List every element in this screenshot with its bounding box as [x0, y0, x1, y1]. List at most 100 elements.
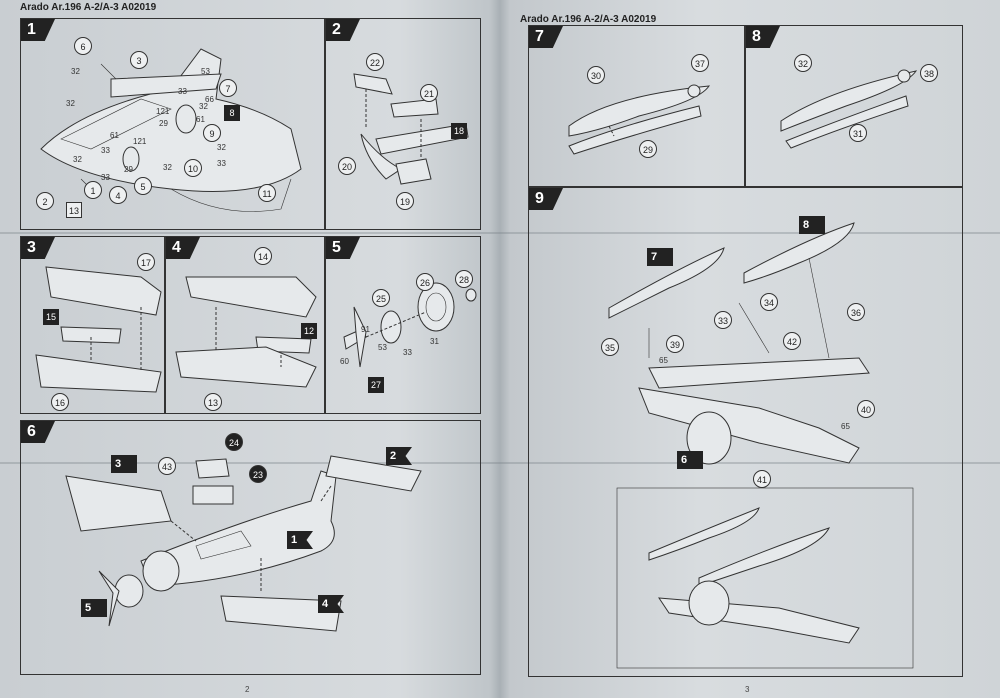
- final-assembly-drawing: [608, 222, 914, 669]
- ref-step-6: 6: [677, 451, 703, 469]
- part-7: 7: [219, 79, 237, 97]
- step-number: 6: [21, 421, 55, 443]
- float-drawing: [780, 69, 918, 149]
- ref-label: 66: [205, 95, 214, 104]
- ref-label: 53: [378, 343, 387, 352]
- ref-label: 32: [71, 67, 80, 76]
- fold-line: [0, 232, 1000, 234]
- part-16: 16: [51, 393, 69, 411]
- step-number: 3: [21, 237, 55, 259]
- part-5: 5: [134, 177, 152, 195]
- part-box-15: 15: [43, 309, 59, 325]
- ref-step-8: 8: [799, 216, 825, 234]
- ref-label: 33: [178, 87, 187, 96]
- ref-label: 61: [196, 115, 205, 124]
- ref-step-5: 5: [81, 599, 107, 617]
- part-40: 40: [857, 400, 875, 418]
- part-20: 20: [338, 157, 356, 175]
- part-box-18: 18: [451, 123, 467, 139]
- part-26: 26: [416, 273, 434, 291]
- step-number: 4: [166, 237, 200, 259]
- part-25: 25: [372, 289, 390, 307]
- ref-label: 29: [159, 119, 168, 128]
- ref-label: 29: [124, 165, 133, 174]
- part-33: 33: [714, 311, 732, 329]
- ref-label: 121: [156, 107, 170, 116]
- part-6: 6: [74, 37, 92, 55]
- engine-drawing: [343, 282, 477, 368]
- part-21: 21: [420, 84, 438, 102]
- step-8-panel: 8 32 38 31: [745, 25, 963, 187]
- step-1-panel: 1 6 3 2 1 5 4 10 9 11 7 8 13 32 32 53 33…: [20, 18, 325, 230]
- part-10: 10: [184, 159, 202, 177]
- part-17: 17: [137, 253, 155, 271]
- ref-label: 32: [163, 163, 172, 172]
- step-number: 8: [746, 26, 780, 48]
- part-2: 2: [36, 192, 54, 210]
- step-number: 1: [21, 19, 55, 41]
- ref-label: 33: [217, 159, 226, 168]
- part-11: 11: [258, 184, 276, 202]
- ref-step-7: 7: [647, 248, 673, 266]
- part-43: 43: [158, 457, 176, 475]
- part-29: 29: [639, 140, 657, 158]
- part-box-27: 27: [368, 377, 384, 393]
- step-3-panel: 3 17 16 15: [20, 236, 165, 414]
- wing-drawing: [35, 266, 162, 393]
- part-3: 3: [130, 51, 148, 69]
- step-9-panel: 9 7 8 6 34 33 36 35 39 42 40 41 65 65: [528, 187, 963, 677]
- ref-label: 32: [199, 102, 208, 111]
- ref-label: 33: [101, 146, 110, 155]
- header-left: Arado Ar.196 A-2/A-3 A02019: [20, 2, 157, 13]
- fold-line: [0, 462, 1000, 464]
- part-41: 41: [753, 470, 771, 488]
- part-1: 1: [84, 181, 102, 199]
- part-30: 30: [587, 66, 605, 84]
- part-38: 38: [920, 64, 938, 82]
- header-right: Arado Ar.196 A-2/A-3 A02019: [520, 14, 657, 25]
- ref-label: 65: [659, 356, 668, 365]
- step-7-panel: 7 30 37 29: [528, 25, 745, 187]
- step-number: 2: [326, 19, 360, 41]
- ref-step-1: 1: [287, 531, 313, 549]
- part-22: 22: [366, 53, 384, 71]
- part-35: 35: [601, 338, 619, 356]
- page-number: 2: [245, 685, 250, 694]
- part-28: 28: [455, 270, 473, 288]
- part-19: 19: [396, 192, 414, 210]
- part-23: 23: [249, 465, 267, 483]
- part-32: 32: [794, 54, 812, 72]
- part-39: 39: [666, 335, 684, 353]
- ref-step-3: 3: [111, 455, 137, 473]
- part-9: 9: [203, 124, 221, 142]
- ref-label: 32: [73, 155, 82, 164]
- part-box-12: 12: [301, 323, 317, 339]
- part-36: 36: [847, 303, 865, 321]
- ref-label: 121: [133, 137, 147, 146]
- step-6-panel: 6 43 24 23 3 2 1 5 4: [20, 420, 481, 675]
- part-box-13: 13: [66, 202, 83, 218]
- part-42: 42: [783, 332, 801, 350]
- final-fuselage-drawing: [65, 455, 422, 632]
- page-number: 3: [745, 685, 750, 694]
- ref-label: 91: [361, 325, 370, 334]
- ref-label: 32: [217, 143, 226, 152]
- ref-label: 33: [403, 348, 412, 357]
- step-number: 7: [529, 26, 563, 48]
- part-34: 34: [760, 293, 778, 311]
- step-number: 9: [529, 188, 563, 210]
- wing-drawing: [175, 276, 317, 388]
- part-24: 24: [225, 433, 243, 451]
- ref-label: 33: [101, 173, 110, 182]
- ref-label: 32: [66, 99, 75, 108]
- part-14: 14: [254, 247, 272, 265]
- part-13: 13: [204, 393, 222, 411]
- part-37: 37: [691, 54, 709, 72]
- step-5-panel: 5 26 28 25 60 27 91 53 33 31: [325, 236, 481, 414]
- ref-label: 65: [841, 422, 850, 431]
- ref-label: 61: [110, 131, 119, 140]
- ref-label: 31: [430, 337, 439, 346]
- part-4: 4: [109, 186, 127, 204]
- ref-step-4: 4: [318, 595, 344, 613]
